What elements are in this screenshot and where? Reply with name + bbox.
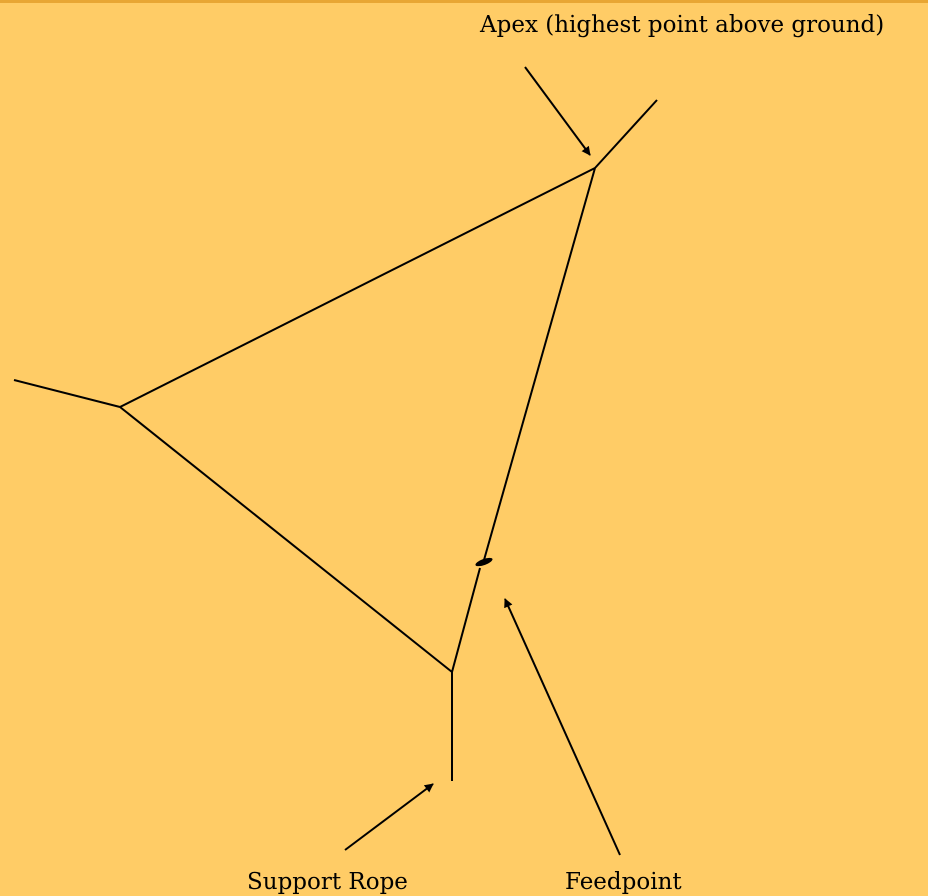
- support-rope-label: Support Rope: [247, 869, 408, 895]
- feedpoint-label: Feedpoint: [565, 869, 682, 895]
- feedpoint-mark: [475, 557, 493, 567]
- triangle-side-right-upper: [483, 167, 596, 561]
- triangle-side-right-lower: [451, 567, 481, 673]
- left-support-line: [13, 379, 121, 408]
- feedpoint-arrow: [504, 598, 621, 856]
- support-rope-arrow: [344, 783, 434, 851]
- antenna-diagram: [13, 66, 658, 856]
- triangle-side-bottom: [119, 406, 453, 673]
- triangle-side-top: [119, 167, 596, 408]
- apex-label: Apex (highest point above ground): [480, 12, 885, 38]
- apex-arrow: [524, 66, 591, 156]
- apex-extension-line: [594, 99, 658, 169]
